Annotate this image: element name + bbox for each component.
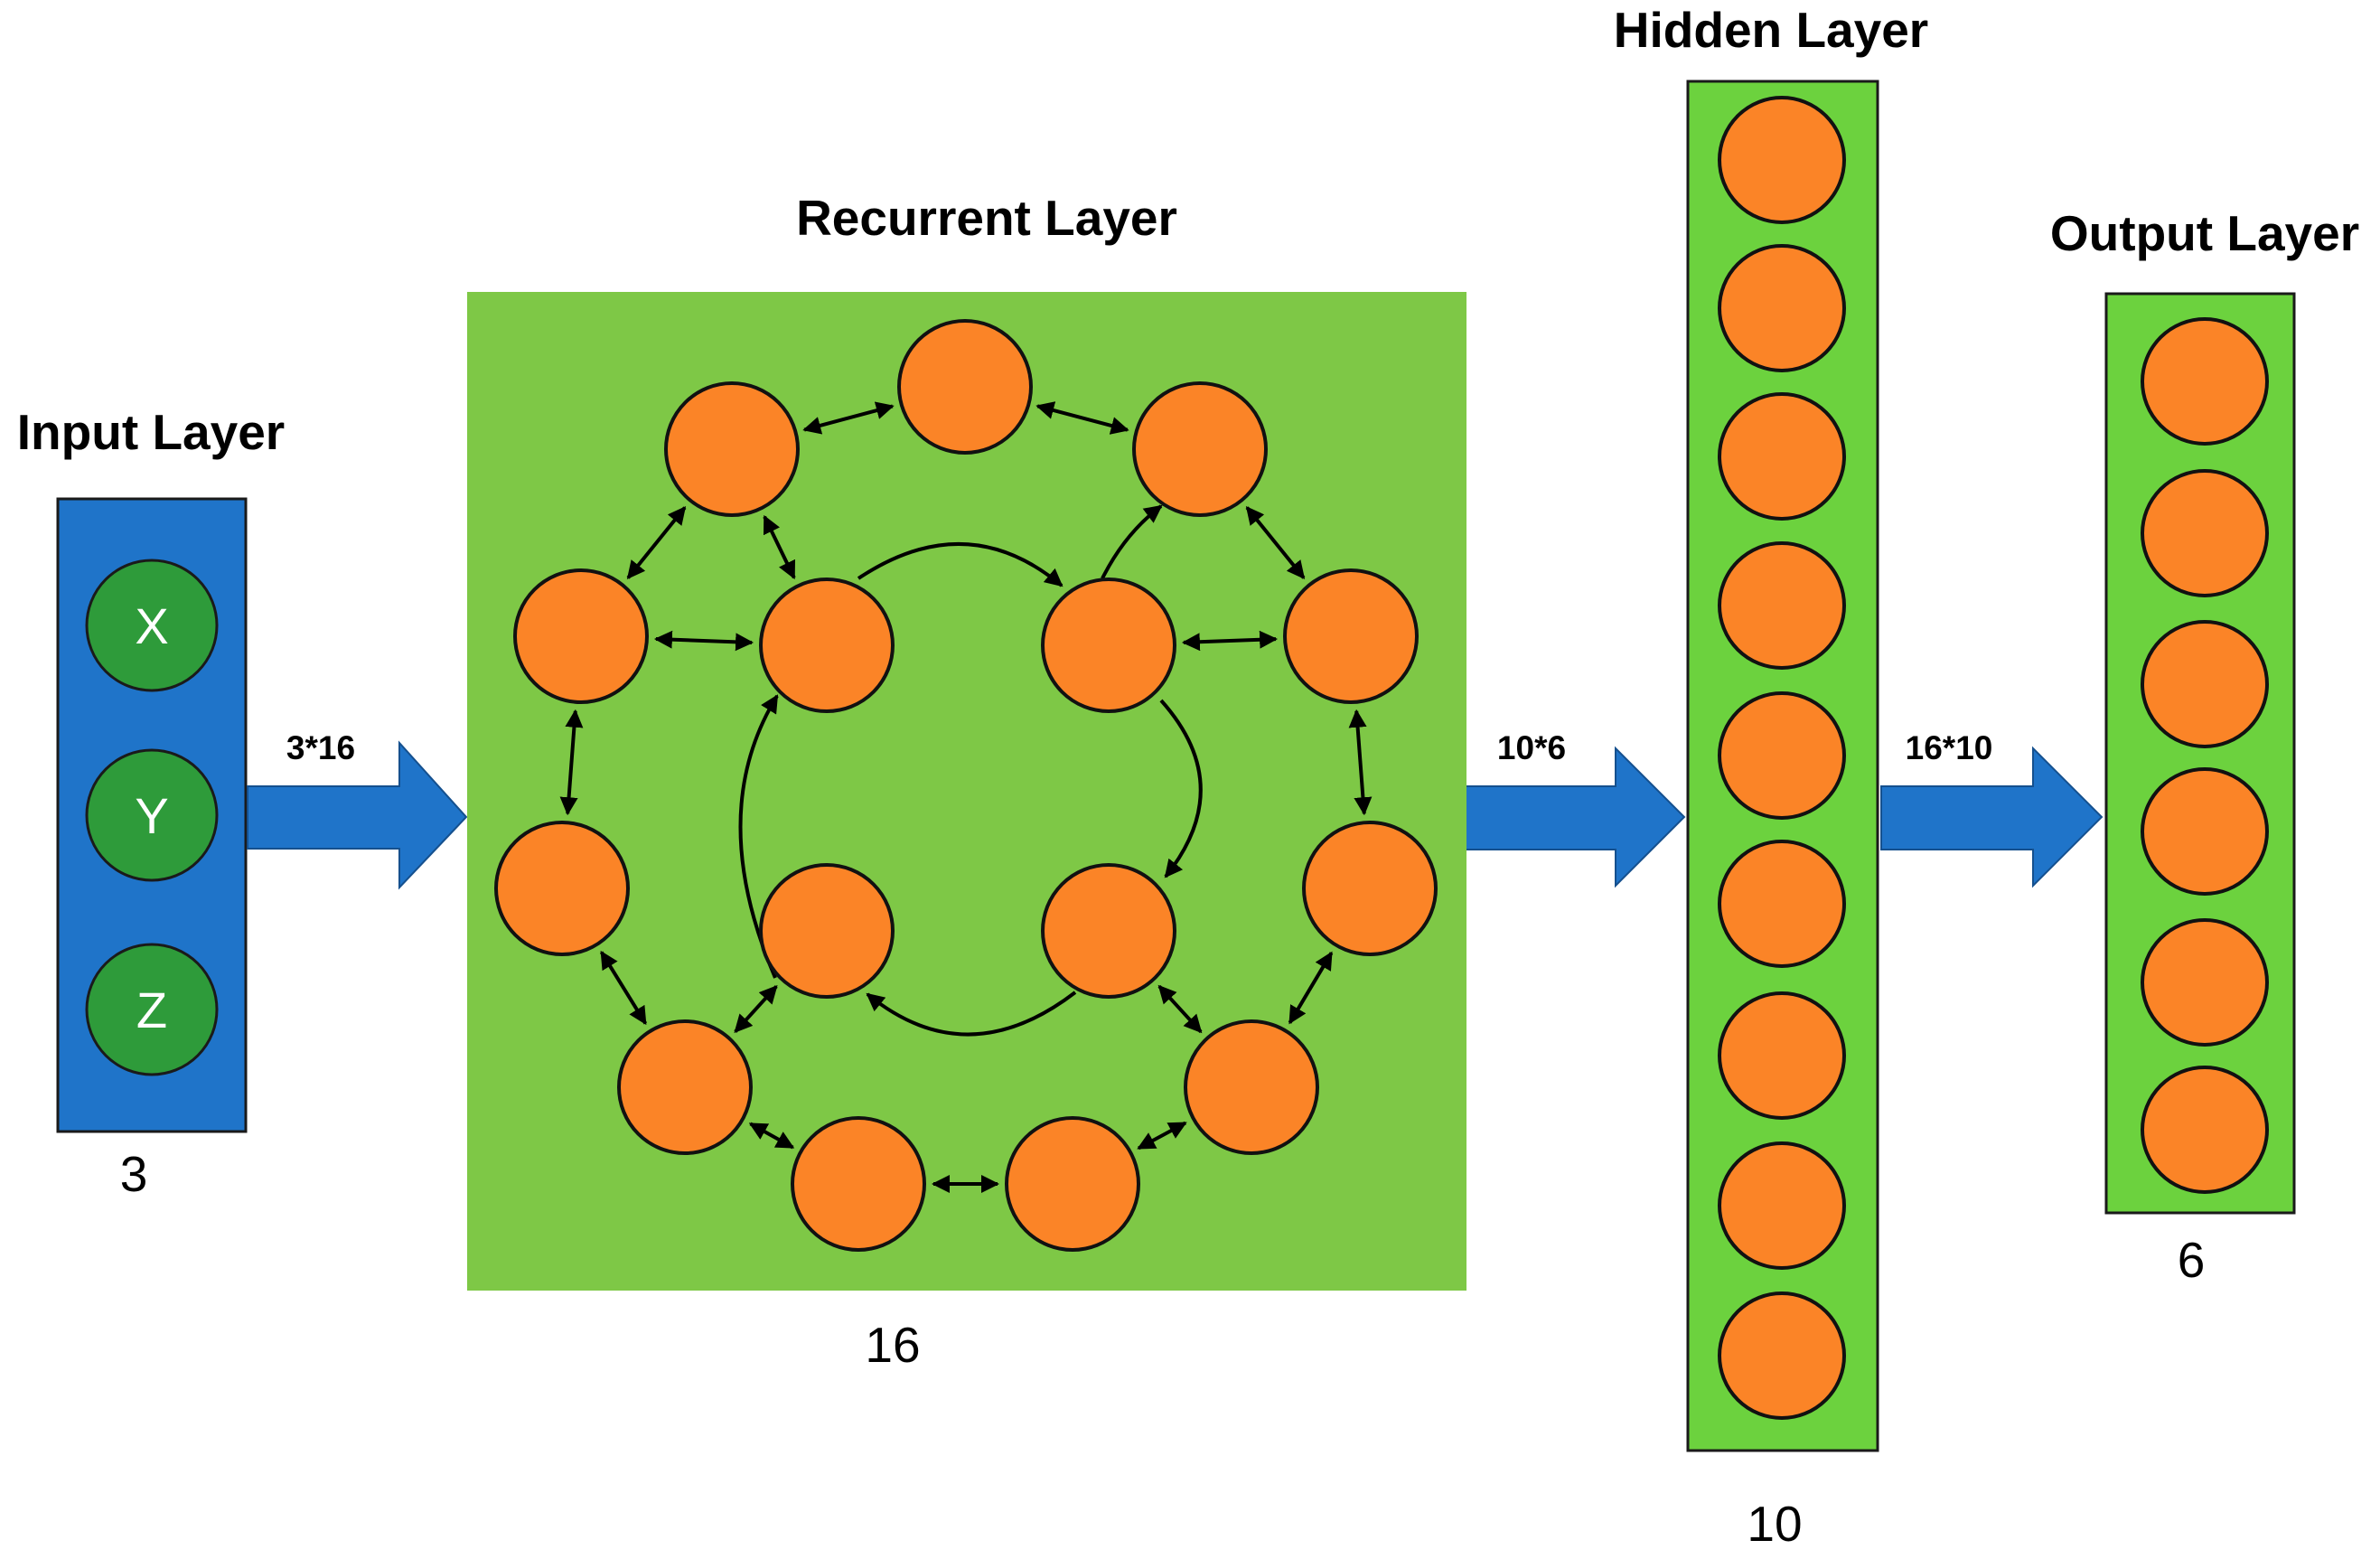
- output-neuron: [2141, 767, 2269, 896]
- recurrent-neuron: [791, 1116, 926, 1252]
- output-neuron: [2141, 620, 2269, 748]
- recurrent-link: [626, 506, 687, 579]
- recurrent-link: [748, 1122, 795, 1150]
- input-node-y: Y: [85, 748, 219, 882]
- recurrent-neuron: [664, 381, 800, 517]
- recurrent-link: [802, 401, 895, 435]
- recurrent-cycle-arrow: [857, 541, 1064, 587]
- recurrent-cycle-arrow: [1159, 699, 1203, 878]
- connection-label-recurrent-hidden: 10*6: [1497, 729, 1566, 766]
- recurrent-cycle-arrow: [1101, 504, 1163, 579]
- recurrent-neuron: [759, 863, 895, 999]
- recurrent-link: [1035, 401, 1129, 435]
- input-node-label: Z: [136, 981, 167, 1038]
- recurrent-link: [1157, 984, 1203, 1034]
- recurrent-neuron: [513, 568, 649, 704]
- recurrent-link: [1137, 1121, 1187, 1150]
- hidden-neuron: [1718, 691, 1846, 820]
- hidden-neuron: [1718, 1141, 1846, 1270]
- recurrent-neuron: [1132, 381, 1268, 517]
- input-node-z: Z: [85, 943, 219, 1076]
- recurrent-neuron: [1041, 863, 1176, 999]
- hidden-neuron: [1718, 96, 1846, 224]
- recurrent-link: [653, 630, 754, 652]
- recurrent-neuron: [1005, 1116, 1140, 1252]
- recurrent-link: [763, 514, 796, 580]
- recurrent-link: [1288, 951, 1334, 1025]
- hidden-neuron: [1718, 840, 1846, 968]
- recurrent-link: [1245, 506, 1306, 579]
- recurrent-neuron: [494, 821, 630, 956]
- input-layer-title: Input Layer: [17, 404, 285, 460]
- output-neurons: [2141, 317, 2269, 1194]
- recurrent-neuron: [1041, 578, 1176, 713]
- input-node-label: Y: [135, 787, 168, 844]
- output-neuron: [2141, 918, 2269, 1047]
- recurrent-cycle-arrow: [866, 991, 1077, 1037]
- connection-label-input-recurrent: 3*16: [286, 729, 355, 766]
- hidden-neuron: [1718, 541, 1846, 670]
- recurrent-connections: [559, 401, 1373, 1193]
- recurrent-neurons: [494, 319, 1438, 1252]
- recurrent-link: [734, 984, 778, 1034]
- hidden-neurons: [1718, 96, 1846, 1420]
- recurrent-neuron: [1283, 568, 1419, 704]
- output-neuron: [2141, 1066, 2269, 1194]
- recurrent-link: [1181, 630, 1279, 652]
- recurrent-neuron: [759, 578, 895, 713]
- recurrent-neuron: [617, 1019, 753, 1155]
- input-layer-count: 3: [120, 1146, 148, 1202]
- arrow-recurrent-to-hidden: [1464, 746, 1686, 888]
- hidden-neuron: [1718, 244, 1846, 372]
- recurrent-neuron: [1184, 1019, 1319, 1155]
- input-node-label: X: [135, 597, 168, 654]
- recurrent-neuron: [1302, 821, 1438, 956]
- recurrent-link: [599, 950, 648, 1026]
- hidden-neuron: [1718, 392, 1846, 521]
- output-layer-title: Output Layer: [2050, 205, 2359, 261]
- output-layer-panel: [2104, 292, 2296, 1215]
- input-node-x: X: [85, 559, 219, 692]
- arrow-hidden-to-output: [1880, 746, 2104, 888]
- recurrent-link: [559, 709, 584, 816]
- hidden-neuron: [1718, 1291, 1846, 1420]
- recurrent-link: [1348, 709, 1373, 816]
- hidden-layer-title: Hidden Layer: [1614, 2, 1928, 58]
- output-neuron: [2141, 469, 2269, 597]
- hidden-layer-count: 10: [1747, 1496, 1802, 1552]
- recurrent-neuron: [897, 319, 1033, 455]
- arrow-input-to-recurrent: [247, 740, 468, 890]
- connection-label-hidden-output: 16*10: [1906, 729, 1993, 766]
- hidden-neuron: [1718, 991, 1846, 1120]
- recurrent-layer-title: Recurrent Layer: [796, 190, 1177, 246]
- output-layer-count: 6: [2178, 1232, 2206, 1288]
- output-neuron: [2141, 317, 2269, 446]
- recurrent-layer-count: 16: [865, 1317, 920, 1373]
